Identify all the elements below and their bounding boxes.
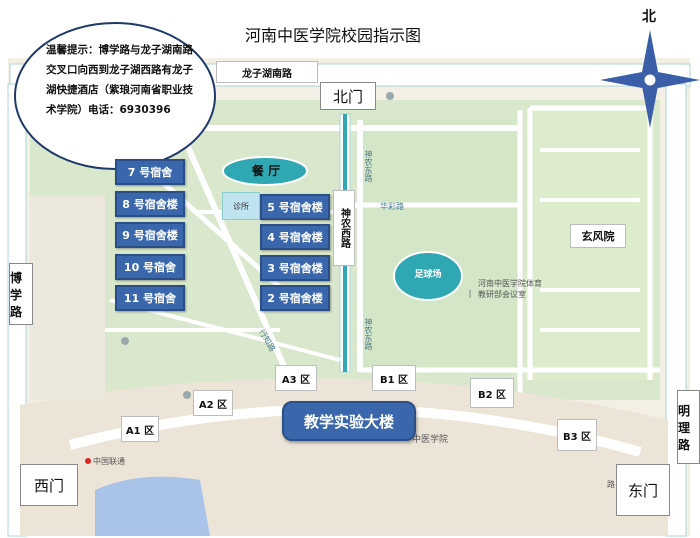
location-marker-icon — [85, 458, 91, 464]
parking-icon — [183, 391, 191, 399]
lake — [95, 476, 210, 536]
road-label-shennong-west: 神农西路 — [333, 190, 355, 266]
road-label-shennong-east-lower: 神农东路 — [364, 318, 373, 350]
notice-bubble: 温馨提示：博学路与龙子湖南路交叉口向西到龙子湖西路有龙子湖快捷酒店（紫琅河南省职… — [14, 22, 216, 170]
teaching-building[interactable]: 教学实验大楼 — [282, 401, 416, 441]
dorm-5[interactable]: 5 号宿舍楼 — [260, 194, 330, 220]
notice-text: 温馨提示：博学路与龙子湖南路交叉口向西到龙子湖西路有龙子湖快捷酒店（紫琅河南省职… — [46, 44, 193, 116]
canteen-shape — [222, 156, 308, 186]
road-label-longzi-south: 龙子湖南路 — [216, 61, 318, 83]
dorm-7[interactable]: 7 号宿舍 — [115, 159, 185, 185]
road-label-shennong-east: 神农东路 — [364, 150, 373, 182]
dorm-3[interactable]: 3 号宿舍楼 — [260, 255, 330, 281]
area-a2[interactable]: A2 区 — [193, 390, 233, 416]
dorm-4[interactable]: 4 号宿舍楼 — [260, 224, 330, 250]
stadium-label[interactable]: 足球场 — [414, 270, 442, 280]
north-gate[interactable]: 北门 — [320, 82, 376, 110]
area-a1[interactable]: A1 区 — [121, 416, 159, 442]
parking-icon — [121, 337, 129, 345]
road-label-huacai: 华彩路 — [380, 202, 404, 211]
parking-icon — [386, 92, 394, 100]
compass-icon — [600, 30, 700, 128]
road-bottom-label: 路 — [607, 480, 615, 489]
north-label: 北 — [642, 9, 656, 25]
stadium-shape — [393, 251, 463, 301]
area-b1[interactable]: B1 区 — [372, 365, 416, 391]
dorm-11[interactable]: 11 号宿舍 — [115, 285, 185, 311]
xuanfeng-yard[interactable]: 玄风院 — [570, 224, 626, 248]
road-label-mingli: 明理路 — [677, 390, 700, 464]
east-gate[interactable]: 东门 — [616, 464, 670, 516]
school-label: 中医学院 — [412, 435, 449, 445]
area-b2[interactable]: B2 区 — [470, 378, 514, 408]
area-b3[interactable]: B3 区 — [557, 419, 597, 451]
dorm-9[interactable]: 9 号宿舍楼 — [115, 222, 185, 248]
dorm-8[interactable]: 8 号宿舍楼 — [115, 191, 185, 217]
clinic[interactable]: 诊所 — [222, 192, 260, 220]
dorm-10[interactable]: 10 号宿舍 — [115, 254, 185, 280]
area-a3[interactable]: A3 区 — [275, 365, 317, 391]
pe-department-label: 河南中医学院体育教研部会议室 — [478, 279, 542, 299]
west-gate[interactable]: 西门 — [20, 464, 78, 506]
dorm-2[interactable]: 2 号宿舍楼 — [260, 285, 330, 311]
map-title: 河南中医学院校园指示图 — [245, 26, 422, 45]
canteen-label[interactable]: 餐 厅 — [251, 164, 281, 178]
unicom-label: 中国联通 — [93, 457, 125, 466]
road-label-boxue: 博学路 — [9, 263, 33, 325]
